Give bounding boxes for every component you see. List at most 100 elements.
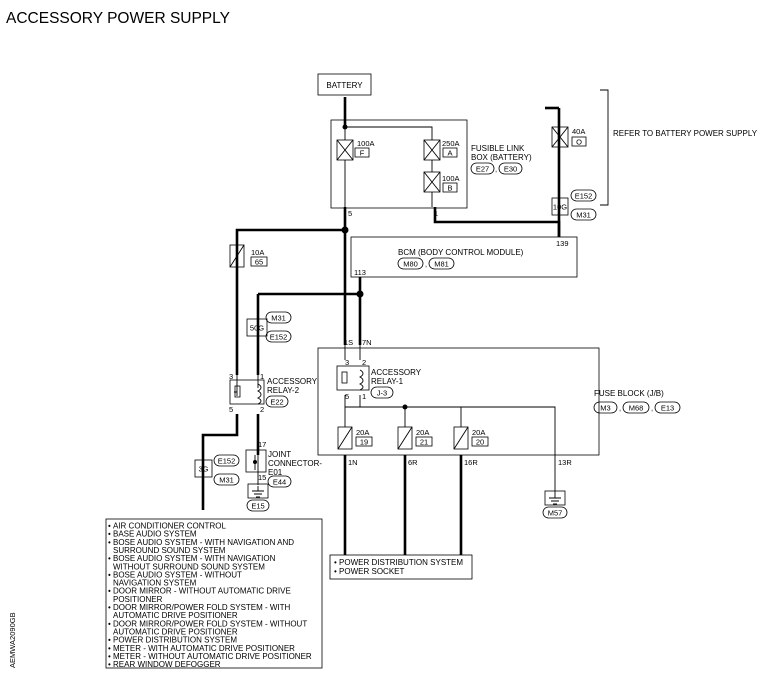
- svg-text:5: 5: [229, 405, 233, 414]
- junction-dot: [356, 290, 364, 298]
- systems-list-item: METER - WITHOUT AUTOMATIC DRIVE POSITION…: [113, 652, 312, 661]
- svg-text:E15: E15: [251, 502, 264, 511]
- svg-text:E13: E13: [661, 404, 674, 413]
- svg-text:FUSIBLE LINK: FUSIBLE LINK: [471, 144, 525, 153]
- svg-text:100A: 100A: [442, 174, 460, 183]
- ground-m57: M57: [542, 490, 568, 519]
- svg-text:250A: 250A: [442, 139, 460, 148]
- svg-text:3: 3: [345, 358, 349, 367]
- ground-e15: E15: [246, 483, 270, 512]
- svg-text:BOX (BATTERY): BOX (BATTERY): [471, 153, 532, 162]
- connector-50g: M31 50G E152: [246, 311, 292, 343]
- systems-list-item: BOSE AUDIO SYSTEM - WITHOUT: [113, 570, 242, 579]
- svg-text:50G: 50G: [250, 324, 264, 333]
- battery-label: BATTERY: [326, 81, 363, 90]
- fusible-link-box: 100A F 250A A 100A B FUSIBLE LINK BOX (B…: [330, 119, 532, 218]
- svg-text:2: 2: [260, 405, 264, 414]
- svg-text:,: ,: [425, 260, 427, 269]
- svg-text:20A: 20A: [416, 428, 429, 437]
- systems-list-box: AIR CONDITIONER CONTROL•BASE AUDIO SYSTE…: [105, 518, 323, 669]
- svg-text:65: 65: [255, 258, 263, 267]
- svg-text:139: 139: [556, 239, 569, 248]
- svg-text:E30: E30: [504, 165, 517, 174]
- accessory-relay-1: 3 2 5 1 ACCESSORY RELAY-1 J-3: [336, 358, 422, 401]
- bullet: •: [108, 660, 111, 669]
- svg-text:6R: 6R: [408, 458, 418, 467]
- systems-list-item: BOSE AUDIO SYSTEM - WITH NAVIGATION AND: [113, 538, 294, 547]
- svg-text:E27: E27: [476, 165, 489, 174]
- bullet: •: [108, 538, 111, 547]
- svg-text:1S: 1S: [344, 338, 353, 347]
- figure-id: AEMWA2090GB: [8, 612, 17, 668]
- svg-text:M31: M31: [271, 314, 286, 323]
- svg-text:E22: E22: [270, 398, 283, 407]
- systems-list-item: NAVIGATION SYSTEM: [113, 579, 197, 588]
- svg-text:M3: M3: [600, 404, 610, 413]
- systems-list-item: AUTOMATIC DRIVE POSITIONER: [113, 611, 238, 620]
- svg-text:5: 5: [348, 209, 352, 218]
- svg-text:3: 3: [229, 372, 233, 381]
- bullet: •: [108, 652, 111, 661]
- svg-text:M68: M68: [629, 404, 644, 413]
- systems-list-item: METER - WITH AUTOMATIC DRIVE POSITIONER: [113, 644, 295, 653]
- svg-text:20: 20: [476, 438, 484, 447]
- svg-text:M31: M31: [576, 211, 591, 220]
- svg-text:40A: 40A: [572, 127, 585, 136]
- thin-wires: [236, 89, 609, 493]
- svg-text:BCM (BODY CONTROL MODULE): BCM (BODY CONTROL MODULE): [398, 248, 524, 257]
- refer-note: REFER TO BATTERY POWER SUPPLY: [613, 129, 758, 138]
- svg-text:E152: E152: [270, 333, 288, 342]
- systems-list-item: REAR WINDOW DEFOGGER: [113, 660, 221, 669]
- systems-list-item: AIR CONDITIONER CONTROL: [113, 522, 226, 531]
- svg-text:13R: 13R: [558, 458, 572, 467]
- thick-wires: [201, 97, 561, 555]
- svg-text:100A: 100A: [357, 139, 375, 148]
- svg-text:3G: 3G: [198, 465, 208, 474]
- svg-text:1: 1: [260, 372, 264, 381]
- svg-text:1N: 1N: [348, 458, 358, 467]
- bullet: •: [108, 522, 111, 531]
- junction-dot: [341, 226, 349, 234]
- svg-text:10A: 10A: [251, 248, 264, 257]
- svg-text:E152: E152: [218, 457, 236, 466]
- svg-text:1: 1: [434, 209, 438, 218]
- svg-text:7N: 7N: [362, 338, 372, 347]
- fuse-20a-20: 20A 20: [453, 426, 489, 450]
- systems-list-item: POSITIONER: [113, 595, 163, 604]
- power-distribution-box: • POWER DISTRIBUTION SYSTEM • POWER SOCK…: [329, 554, 473, 580]
- systems-list-item: SURROUND SOUND SYSTEM: [113, 546, 226, 555]
- fuse-block: 1S 7N FUSE BLOCK (J/B) M3 , M68 , E13 1N…: [317, 338, 681, 467]
- svg-text:1: 1: [362, 392, 366, 401]
- svg-text:20A: 20A: [472, 428, 485, 437]
- svg-text:113: 113: [354, 268, 366, 277]
- svg-text:19: 19: [360, 438, 368, 447]
- svg-text:2: 2: [362, 358, 366, 367]
- bullet: •: [108, 587, 111, 596]
- svg-text:B: B: [447, 184, 452, 193]
- systems-list-item: WITHOUT SURROUND SOUND SYSTEM: [113, 562, 265, 571]
- accessory-relay-2: 3 1 5 2 ACCESSORY RELAY-2 E22: [229, 372, 318, 414]
- svg-text:ACCESSORY: ACCESSORY: [267, 377, 318, 386]
- joint-connector: 17 15 JOINT CONNECTOR- E01 E44: [245, 440, 322, 488]
- systems-list-item: DOOR MIRROR/POWER FOLD SYSTEM - WITH: [113, 603, 291, 612]
- bcm-block: BCM (BODY CONTROL MODULE) M80 , M81 139 …: [350, 236, 578, 278]
- bullet: •: [108, 530, 111, 539]
- svg-text:15: 15: [258, 473, 266, 482]
- svg-text:E01: E01: [268, 468, 283, 477]
- connector-10g: 10G E152 M31: [551, 189, 597, 221]
- junction-dot: [342, 124, 348, 130]
- junction-dot: [402, 404, 408, 410]
- fuse-20a-19: 20A 19: [337, 426, 373, 450]
- systems-list-item: BASE AUDIO SYSTEM: [113, 530, 197, 539]
- bullet: •: [108, 636, 111, 645]
- svg-text:F: F: [360, 149, 365, 158]
- power-list-item: • POWER SOCKET: [334, 567, 404, 576]
- svg-text:M81: M81: [434, 260, 449, 269]
- svg-text:21: 21: [420, 438, 428, 447]
- svg-text:M80: M80: [403, 260, 418, 269]
- svg-text:FUSE BLOCK (J/B): FUSE BLOCK (J/B): [594, 389, 664, 398]
- svg-text:20A: 20A: [356, 428, 369, 437]
- svg-text:J-3: J-3: [377, 389, 387, 398]
- systems-list-item: DOOR MIRROR - WITHOUT AUTOMATIC DRIVE: [113, 587, 291, 596]
